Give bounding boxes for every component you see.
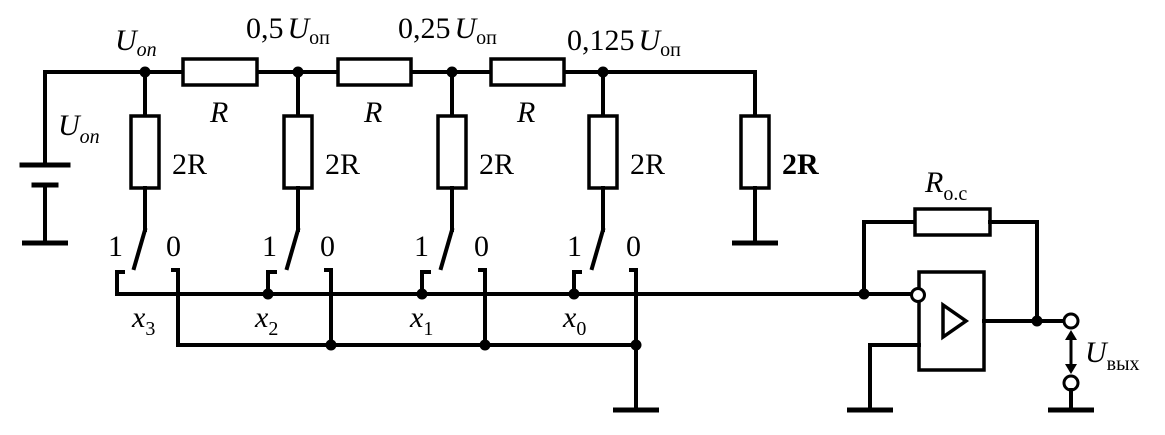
- series-resistor-label-3: R: [516, 96, 535, 129]
- series-resistor-label-2: R: [363, 96, 382, 129]
- switch-x3: [115, 227, 180, 347]
- bit-label-x2: x2: [254, 301, 278, 340]
- summing-bus: [115, 288, 914, 300]
- shunt-resistor-label-2: 2R: [325, 148, 360, 181]
- shunt-resistor-3: [436, 114, 468, 190]
- series-resistor-2: [336, 57, 413, 87]
- switch-x2-pos1: 1: [262, 230, 277, 263]
- op-amp: [847, 270, 1066, 413]
- inverting-input-icon: [910, 287, 926, 303]
- switch-x2: [266, 227, 333, 347]
- series-resistor-1: [181, 57, 259, 87]
- node-label-0: Uоп: [115, 24, 157, 61]
- triangle-icon: [941, 301, 970, 341]
- reference-source: [19, 70, 71, 246]
- feedback-path: [862, 207, 1039, 323]
- series-resistor-3: [489, 57, 566, 87]
- shunt-resistor-1: [129, 114, 161, 190]
- switch-x3-pos0: 0: [166, 230, 181, 263]
- bit-label-x3: x3: [131, 301, 155, 340]
- switch-x1: [420, 227, 487, 347]
- bit-label-x1: x1: [409, 301, 433, 340]
- switch-x2-pos0: 0: [320, 230, 335, 263]
- switch-x0-pos0: 0: [626, 230, 641, 263]
- feedback-resistor-label: Rо.с: [924, 166, 967, 205]
- output-voltage-label: Uвых: [1085, 336, 1140, 375]
- switch-x0: [572, 227, 638, 347]
- shunt-resistor-2: [282, 114, 314, 190]
- shunt-resistor-label-4: 2R: [630, 148, 665, 181]
- switch-x1-pos0: 0: [474, 230, 489, 263]
- series-resistor-label-1: R: [209, 96, 228, 129]
- source-label: Uоп: [58, 109, 100, 148]
- switch-x3-pos1: 1: [108, 230, 123, 263]
- shunt-resistor-label-3: 2R: [479, 148, 514, 181]
- output-terminals: [1048, 312, 1094, 413]
- terminating-resistor-label: 2R: [782, 148, 819, 181]
- feedback-resistor: [913, 207, 992, 237]
- switch-x1-pos1: 1: [414, 230, 429, 263]
- shunt-resistor-4: [587, 114, 619, 190]
- ground-bus: [176, 339, 659, 413]
- terminating-resistor: [739, 114, 771, 190]
- shunt-resistor-label-1: 2R: [172, 148, 207, 181]
- switch-x0-pos1: 1: [567, 230, 582, 263]
- bit-label-x0: x0: [562, 301, 586, 340]
